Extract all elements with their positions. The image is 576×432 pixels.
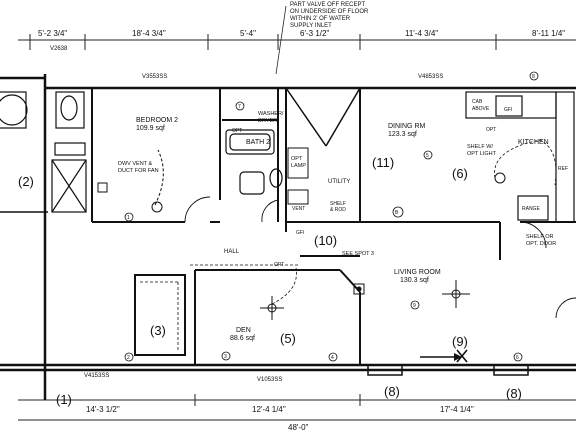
callout-9: (9): [452, 334, 468, 349]
svg-text:PART VALVE OFF RECEPT: PART VALVE OFF RECEPT: [290, 2, 365, 8]
svg-text:8: 8: [532, 74, 535, 80]
dim-top-6: 8'-11 1/4": [532, 29, 565, 38]
dining-label: DINING RM: [388, 123, 426, 130]
svg-text:B: B: [395, 210, 399, 216]
window-code-3: V4153SS: [84, 373, 109, 379]
top-note: PART VALVE OFF RECEPT ON UNDERSIDE OF FL…: [290, 2, 369, 29]
bedroom2-ceiling-light: [151, 201, 163, 213]
svg-text:2: 2: [127, 355, 130, 361]
svg-text:6: 6: [516, 355, 519, 361]
dim-top-5: 11'-4 3/4": [405, 29, 438, 38]
gfi-label-b: GFI: [504, 107, 512, 113]
callout-2: (2): [18, 174, 34, 189]
callout-8-right: (8): [506, 386, 522, 401]
callout-5: (5): [280, 331, 296, 346]
bay-window-left: [367, 364, 403, 376]
dim-bottom-2: 12'-4 1/4": [252, 405, 286, 414]
dining-door-arc: [519, 221, 547, 249]
dim-bottom-3: 17'-4 1/4": [440, 405, 474, 414]
callout-11: (11): [372, 155, 394, 170]
range-label: RANGE: [522, 206, 540, 212]
top-dimension-line: [18, 34, 576, 50]
arrow-head-icon: [454, 353, 462, 361]
svg-text:7: 7: [238, 104, 241, 110]
kitchen-label: KITCHEN: [518, 139, 549, 146]
svg-text:9: 9: [413, 303, 416, 309]
closet-3: [134, 274, 186, 356]
dining-light-arc: [494, 139, 557, 186]
hall-label: HALL: [224, 249, 240, 255]
utility-shelf: [287, 189, 309, 205]
dim-bottom-1: 14'-3 1/2": [86, 405, 120, 414]
callout-8-left: (8): [384, 384, 400, 399]
top-note-leader: [275, 5, 287, 75]
living-ceiling-fan-icon: [442, 280, 470, 308]
window-code-1: V2638: [50, 46, 68, 52]
window-code-4: V1053SS: [257, 377, 282, 383]
svg-text:WITHIN 2' OF WATER: WITHIN 2' OF WATER: [290, 16, 351, 22]
dwv-note: DWV VENT &DUCT FOR FAN: [118, 161, 159, 174]
left-bath-fixtures: [0, 91, 87, 213]
utility-diagonal: [285, 87, 361, 147]
window-code-5: V4853SS: [418, 74, 443, 80]
dim-top-2: 18'-4 3/4": [132, 29, 166, 38]
dim-top-3: 5'-4": [240, 29, 256, 38]
outlet-marks: 1 2 3 4 5 6 7 8 9 B: [124, 71, 539, 362]
bay-window-right: [493, 364, 529, 376]
callout-1: (1): [56, 392, 72, 407]
opt-label-c: OPT: [274, 262, 284, 268]
den-fan-arc: [271, 267, 297, 305]
window-code-2: V3553SS: [142, 74, 167, 80]
callout-3: (3): [150, 323, 166, 338]
dim-bottom-total: 48'-0": [288, 423, 309, 432]
washer-note: WASHER/DRYER: [258, 111, 284, 124]
den-area: 88.6 sqf: [230, 335, 255, 342]
ref-label: REF: [558, 166, 568, 172]
closet-3-shelf: [140, 281, 179, 352]
dim-top-1: 5'-2 3/4": [38, 29, 67, 38]
shelf2-note: SHELF W/OPT LIGHT: [467, 144, 497, 157]
bath2-door-swing: [261, 199, 279, 223]
living-label: LIVING ROOM: [394, 269, 441, 276]
bedroom2-label: BEDROOM 2: [136, 117, 178, 124]
utility-label: UTILITY: [328, 179, 350, 185]
gfi-label-a: GFI: [296, 230, 304, 236]
svg-text:ON UNDERSIDE OF FLOOR: ON UNDERSIDE OF FLOOR: [290, 9, 369, 15]
svg-text:4: 4: [331, 355, 334, 361]
living-area: 130.3 sqf: [400, 277, 429, 284]
dining-area: 123.3 sqf: [388, 131, 417, 138]
shelf-note: SHELF& ROD: [330, 201, 346, 213]
callout-6: (6): [452, 166, 468, 181]
kitchen-cabinets: [465, 91, 575, 223]
see-spot-note: SEE SPOT 3: [342, 251, 374, 257]
svg-text:SUPPLY INLET: SUPPLY INLET: [290, 23, 332, 29]
bedroom2-door-swing: [184, 196, 211, 223]
bath2-label: BATH 2: [246, 139, 270, 146]
vent-label: VENT: [292, 206, 305, 212]
opt-label-a: OPT: [232, 128, 242, 134]
svg-text:1: 1: [127, 215, 130, 221]
bedroom2-area: 109.9 sqf: [136, 125, 165, 132]
junction-box: [97, 182, 108, 193]
living-door-arc: [555, 297, 576, 319]
callout-10: (10): [314, 233, 337, 248]
x-mark-icon: [456, 349, 468, 363]
interior-walls: [91, 87, 576, 365]
opt-label-b: OPT: [486, 127, 496, 133]
svg-text:5: 5: [426, 153, 429, 159]
dim-top-4: 6'-3 1/2": [300, 29, 329, 38]
bath2-fixtures: [225, 129, 283, 195]
den-label: DEN: [236, 327, 251, 334]
svg-text:3: 3: [224, 354, 227, 360]
bedroom2-light-arc: [154, 149, 164, 206]
smoke-detector-icon: [353, 283, 365, 295]
utility-cabinet: [287, 147, 309, 179]
bottom-dimension-line: [18, 394, 576, 421]
